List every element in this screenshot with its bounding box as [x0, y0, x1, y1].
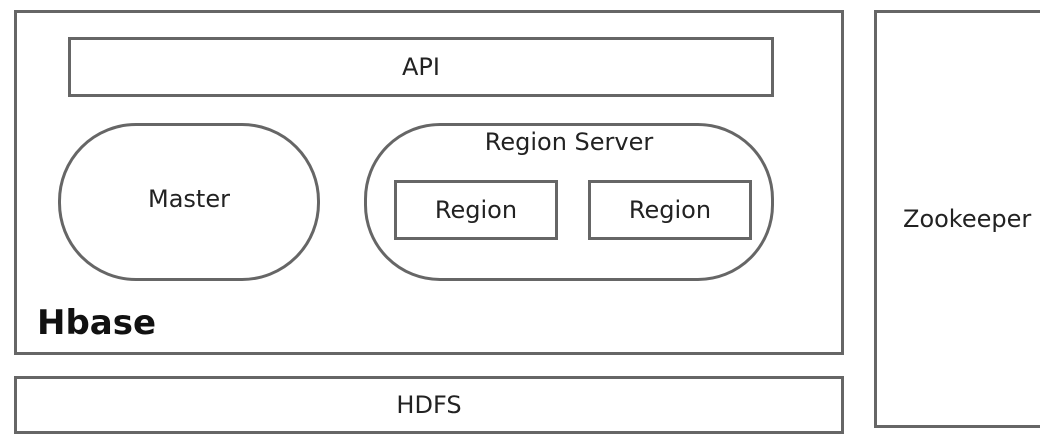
region-label: Region [434, 196, 518, 224]
region-label: Region [628, 196, 712, 224]
master-box: Master [58, 123, 320, 281]
api-box: API [68, 37, 774, 97]
master-label: Master [148, 185, 230, 213]
hdfs-label: HDFS [396, 391, 462, 419]
zookeeper-box: Zookeeper [874, 10, 1040, 428]
api-label: API [402, 53, 440, 81]
region-box: Region [588, 180, 752, 240]
hdfs-box: HDFS [14, 376, 844, 434]
hbase-title: Hbase [37, 303, 157, 343]
region-box: Region [394, 180, 558, 240]
zookeeper-label: Zookeeper [903, 205, 1032, 233]
region-server-title: Region Server [484, 128, 654, 156]
